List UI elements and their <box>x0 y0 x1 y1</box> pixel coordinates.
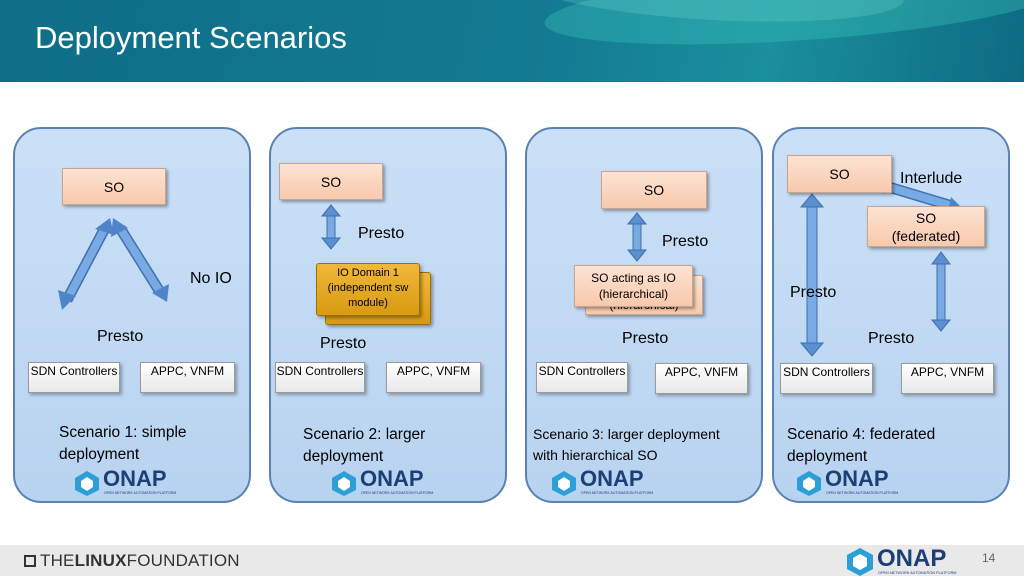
onap-tagline: OPEN NETWORK AUTOMATION PLATFORM <box>878 571 956 575</box>
presto-label-s3-bottom: Presto <box>622 330 669 347</box>
caption-s3-line2: with hierarchical SO <box>533 447 658 463</box>
sdn-controllers-box-s4: SDN Controllers <box>780 363 873 394</box>
linux-foundation-linux: LINUX <box>74 551 127 570</box>
linux-foundation-logo: THELINUXFOUNDATION <box>24 551 240 571</box>
caption-s3-line1: Scenario 3: larger deployment <box>533 426 720 442</box>
presto-label-s2-bottom: Presto <box>320 335 367 352</box>
onap-logo-s1: ONAP OPEN NETWORK AUTOMATION PLATFORM <box>75 466 176 496</box>
onap-wordmark: ONAP <box>580 466 644 491</box>
appc-vnfm-box-s1: APPC, VNFM <box>140 362 235 393</box>
linux-foundation-the: THE <box>40 551 75 570</box>
onap-logo-s3: ONAP OPEN NETWORK AUTOMATION PLATFORM <box>552 466 653 496</box>
no-io-label: No IO <box>190 270 232 287</box>
sdn-controllers-box-s2: SDN Controllers <box>275 362 365 393</box>
caption-s4-line2: deployment <box>787 448 868 465</box>
appc-vnfm-box-s4: APPC, VNFM <box>901 363 994 394</box>
caption-s4: Scenario 4: federated deployment <box>787 424 935 468</box>
so-federated-line2: (federated) <box>891 227 961 244</box>
interlude-label: Interlude <box>900 170 963 187</box>
presto-label-s3-top: Presto <box>662 233 709 250</box>
onap-tagline: OPEN NETWORK AUTOMATION PLATFORM <box>581 491 653 495</box>
caption-s2-line2: deployment <box>303 448 384 465</box>
so-federated-box: SO (federated) <box>867 206 985 247</box>
onap-logo-s4: ONAP OPEN NETWORK AUTOMATION PLATFORM <box>797 466 898 496</box>
so-box-s3: SO <box>601 171 707 209</box>
presto-label-s1: Presto <box>97 328 144 345</box>
caption-s2: Scenario 2: larger deployment <box>303 424 425 468</box>
so-box-s2: SO <box>279 163 383 200</box>
appc-vnfm-box-s3: APPC, VNFM <box>655 363 748 394</box>
onap-tagline: OPEN NETWORK AUTOMATION PLATFORM <box>104 491 176 495</box>
caption-s1-line1: Scenario 1: simple <box>59 424 187 441</box>
onap-tagline: OPEN NETWORK AUTOMATION PLATFORM <box>361 491 433 495</box>
so-io-box: SO acting as IO (hierarchical) <box>574 265 693 307</box>
caption-s1: Scenario 1: simple deployment <box>59 422 187 466</box>
presto-label-s2-top: Presto <box>358 225 405 242</box>
caption-s3: Scenario 3: larger deployment with hiera… <box>533 424 720 466</box>
so-box-s4: SO <box>787 155 892 193</box>
presto-label-s4-left: Presto <box>790 284 837 301</box>
onap-wordmark: ONAP <box>877 545 946 572</box>
presto-label-s4-right: Presto <box>868 330 915 347</box>
onap-logo-footer: ONAP OPEN NETWORK AUTOMATION PLATFORM <box>847 545 956 576</box>
onap-wordmark: ONAP <box>360 466 424 491</box>
linux-foundation-square-icon <box>24 555 36 567</box>
slide-title: Deployment Scenarios <box>35 20 347 55</box>
onap-wordmark: ONAP <box>825 466 889 491</box>
sdn-controllers-box-s3: SDN Controllers <box>536 362 628 393</box>
sdn-controllers-box-s1: SDN Controllers <box>28 362 120 393</box>
linux-foundation-foundation: FOUNDATION <box>126 551 240 570</box>
caption-s2-line1: Scenario 2: larger <box>303 426 426 443</box>
onap-wordmark: ONAP <box>103 466 167 491</box>
so-federated-line1: SO <box>915 209 937 226</box>
appc-vnfm-box-s2: APPC, VNFM <box>386 362 481 393</box>
io-domain-box: IO Domain 1 (independent sw module) <box>316 263 420 316</box>
onap-tagline: OPEN NETWORK AUTOMATION PLATFORM <box>826 491 898 495</box>
caption-s4-line1: Scenario 4: federated <box>787 426 936 443</box>
page-number: 14 <box>982 551 996 565</box>
so-box-s1: SO <box>62 168 166 205</box>
title-bar <box>0 0 1024 82</box>
onap-logo-s2: ONAP OPEN NETWORK AUTOMATION PLATFORM <box>332 466 433 496</box>
caption-s1-line2: deployment <box>59 446 140 463</box>
